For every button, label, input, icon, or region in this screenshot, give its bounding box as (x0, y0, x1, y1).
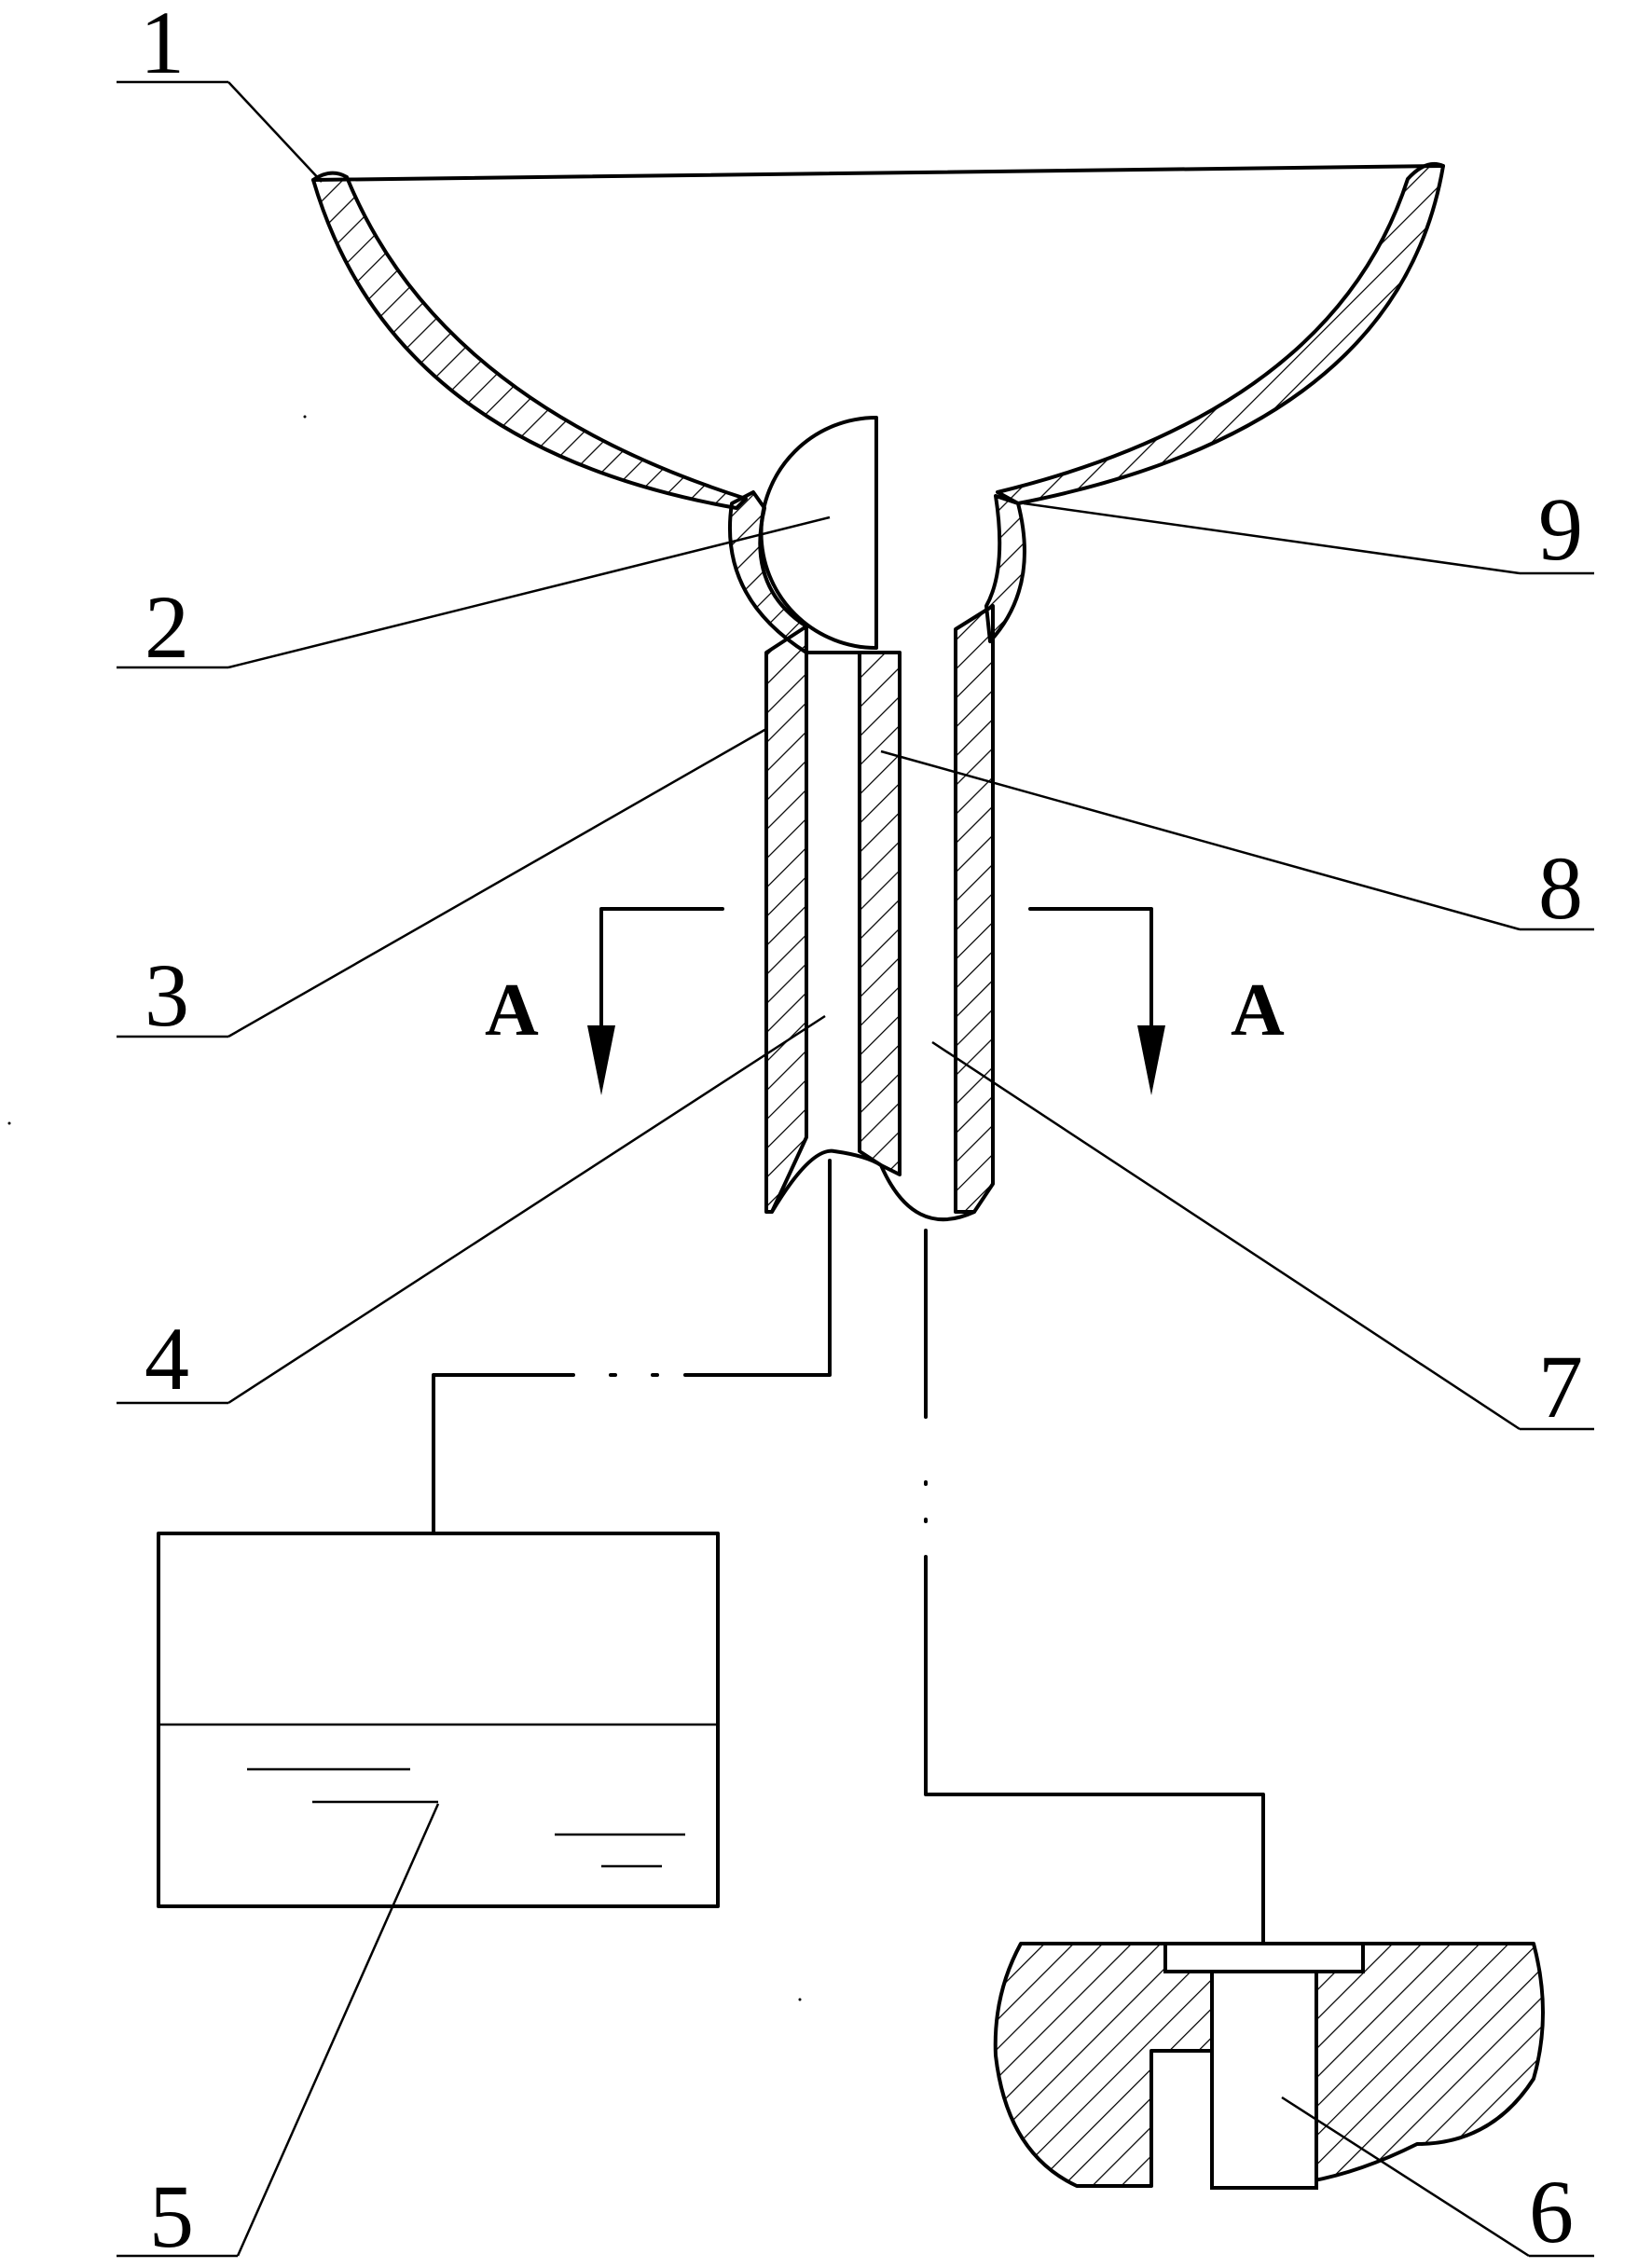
speck (7, 1121, 11, 1125)
pipe-to-tank (432, 1159, 832, 1535)
speck (303, 415, 307, 419)
funnel-bowl (311, 161, 1445, 510)
callout-1: 1 (140, 0, 185, 92)
speck (798, 1998, 802, 2001)
section-marker-right: A (1028, 907, 1285, 1095)
callout-4: 4 (145, 1309, 189, 1409)
pipe-to-outlet (924, 1229, 1265, 1945)
section-label-right: A (1231, 969, 1285, 1052)
callout-8: 8 (1538, 838, 1583, 938)
section-label-left: A (485, 969, 539, 1052)
outlet-block (993, 1942, 1545, 2190)
liquid-tank (157, 1532, 720, 1908)
callout-9: 9 (1538, 479, 1583, 579)
callout-2: 2 (145, 577, 189, 677)
callout-6: 6 (1529, 2162, 1574, 2261)
callout-7: 7 (1538, 1337, 1583, 1436)
callout-3: 3 (145, 945, 189, 1045)
tube-assembly (764, 604, 995, 1222)
section-marker-left: A (485, 907, 724, 1095)
callouts: 1 2 3 4 5 6 7 8 9 (117, 0, 1594, 2266)
callout-5: 5 (149, 2166, 194, 2266)
